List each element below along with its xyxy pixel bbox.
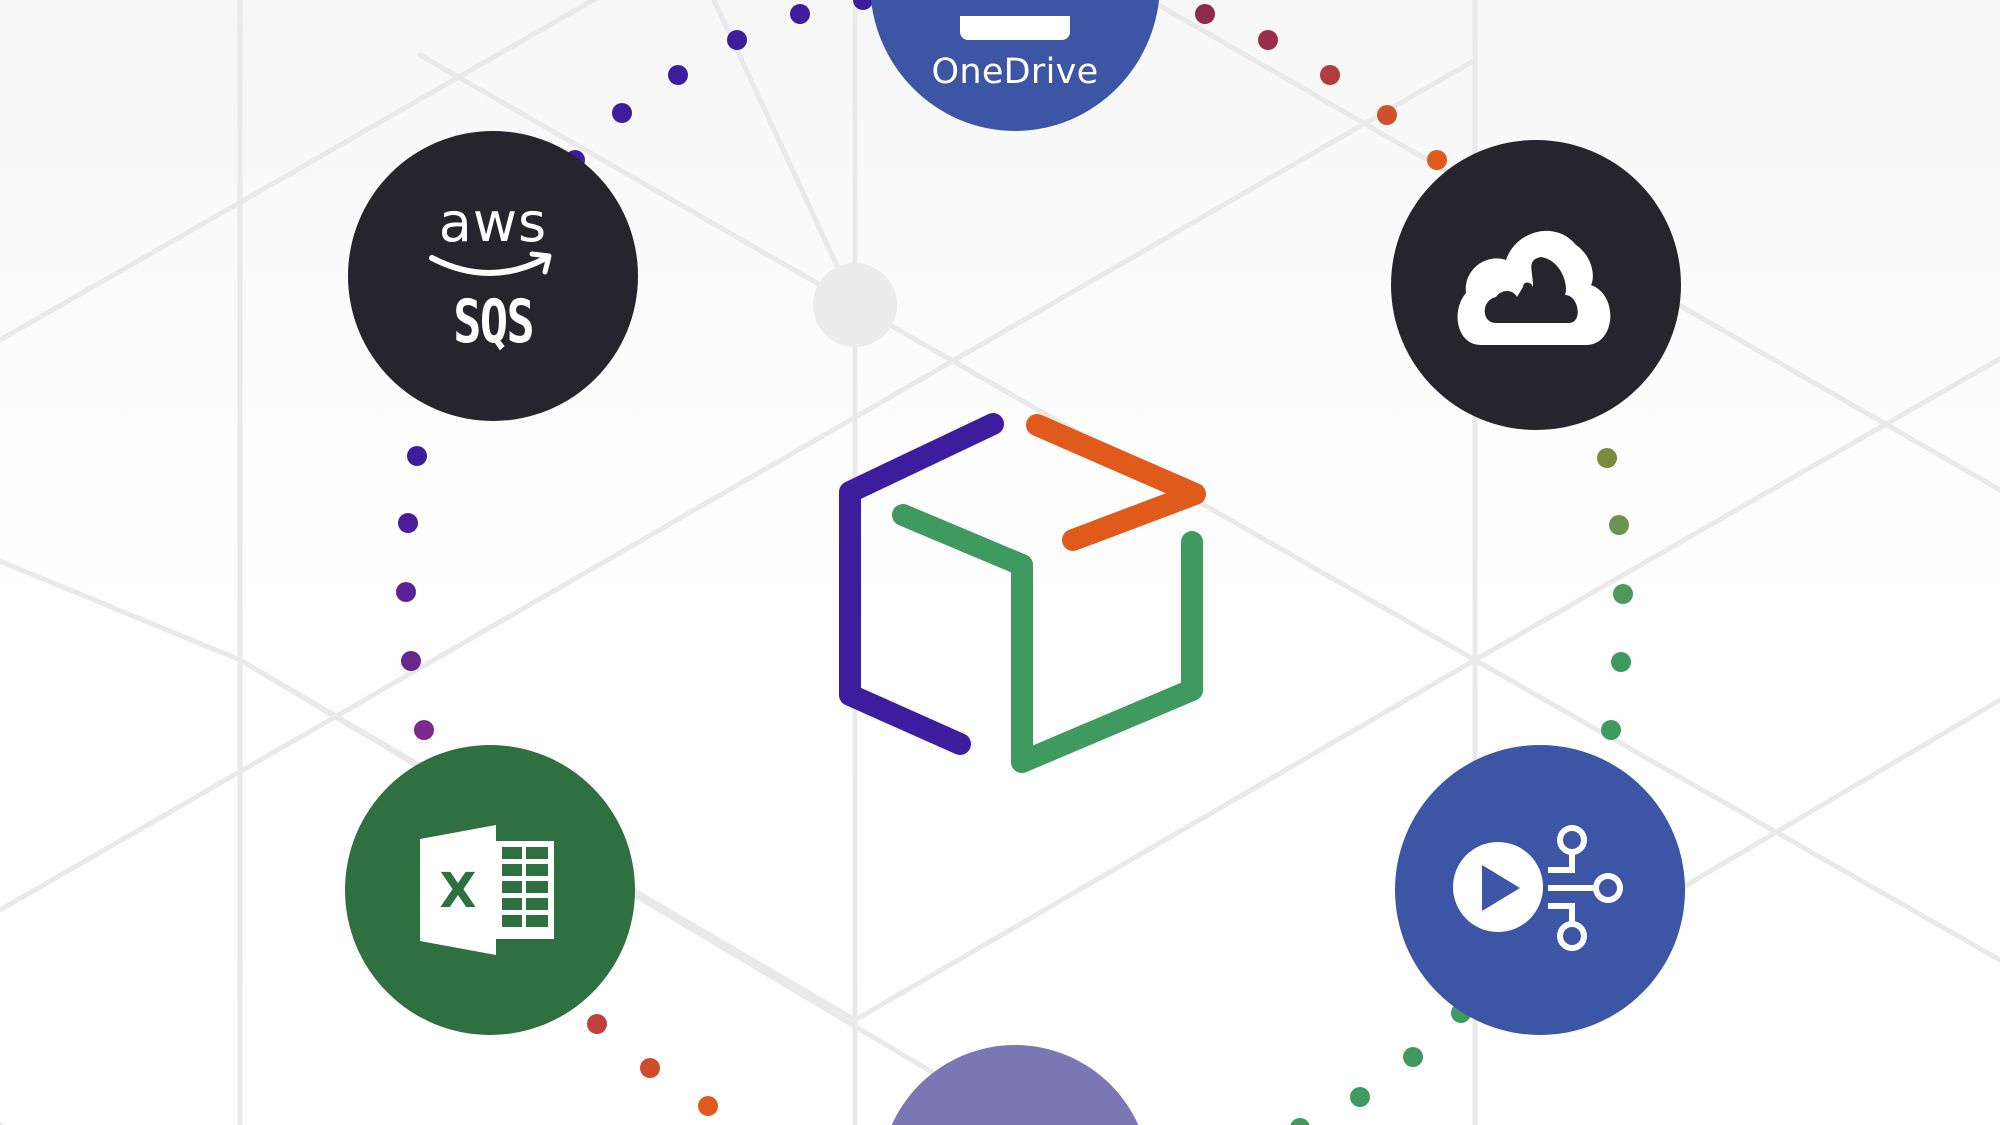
cube-green-front xyxy=(892,504,1033,773)
connector-onedrive-cloud xyxy=(1195,4,1447,170)
node-aws-sqs[interactable]: aws SQS xyxy=(348,131,638,421)
node-google-cloud[interactable] xyxy=(1391,140,1681,430)
onedrive-icon xyxy=(960,15,1070,40)
svg-text:X: X xyxy=(439,863,476,919)
aws-wordmark: aws xyxy=(438,191,548,254)
connector-aws-excel xyxy=(396,446,434,740)
connector-aws-onedrive xyxy=(565,0,873,170)
onedrive-label: OneDrive xyxy=(931,51,1099,92)
cube-purple-edge xyxy=(839,413,1004,755)
cloud-icon xyxy=(1457,230,1611,345)
connector-flow-bottom xyxy=(1290,1003,1471,1125)
play-flow-icon xyxy=(1453,825,1623,951)
node-flow[interactable] xyxy=(1395,745,1685,1035)
cube-orange-edge xyxy=(1026,414,1206,551)
aws-sqs-icon: aws SQS xyxy=(428,196,558,352)
node-excel[interactable]: X xyxy=(345,745,635,1035)
connector-cloud-flow xyxy=(1597,448,1633,740)
cube-green-right xyxy=(1011,531,1203,773)
connector-excel-bottom xyxy=(587,1014,718,1116)
excel-icon: X xyxy=(420,825,554,955)
cube-logo[interactable] xyxy=(810,400,1210,780)
sqs-wordmark: SQS xyxy=(453,287,534,357)
amazon-smile-icon xyxy=(429,251,552,276)
